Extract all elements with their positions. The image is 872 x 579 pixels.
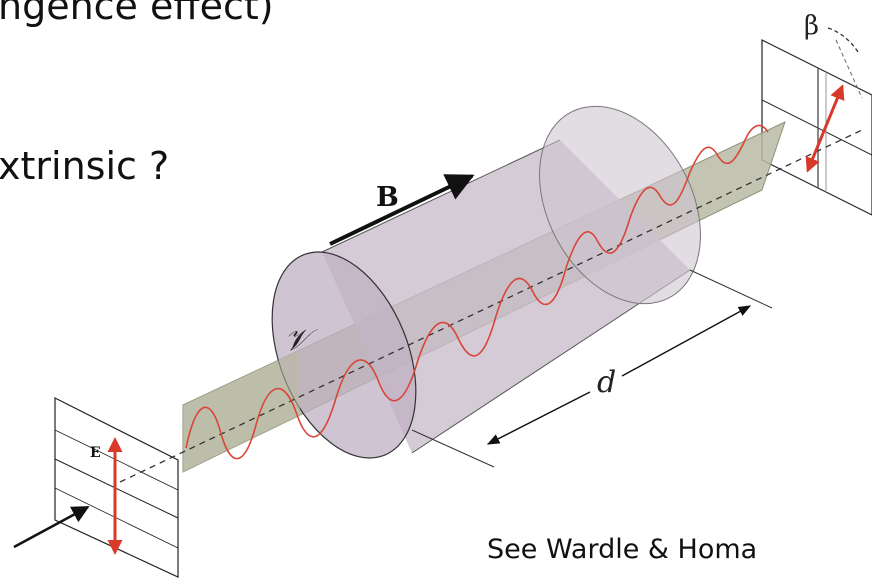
length-label: d: [597, 365, 616, 400]
magnetized-medium-cylinder: [271, 105, 701, 459]
electric-field-label: E: [90, 445, 101, 461]
rotation-angle-arc: [827, 27, 859, 53]
slide-question-fragment: xtrinsic ?: [0, 144, 170, 188]
magnetic-field-arrow: [329, 174, 475, 246]
slide-heading-fragment: ngence effect): [0, 0, 274, 28]
credit-line: See Wardle & Homa: [487, 534, 758, 565]
magnetic-field-label: B: [376, 182, 399, 213]
rotation-angle-label: β: [804, 11, 819, 41]
propagation-axis: [119, 129, 863, 483]
em-wave: [185, 124, 769, 460]
incoming-light-arrow: [13, 505, 90, 549]
length-dimension: [411, 269, 773, 468]
rotated-field-arrow: [805, 84, 845, 173]
